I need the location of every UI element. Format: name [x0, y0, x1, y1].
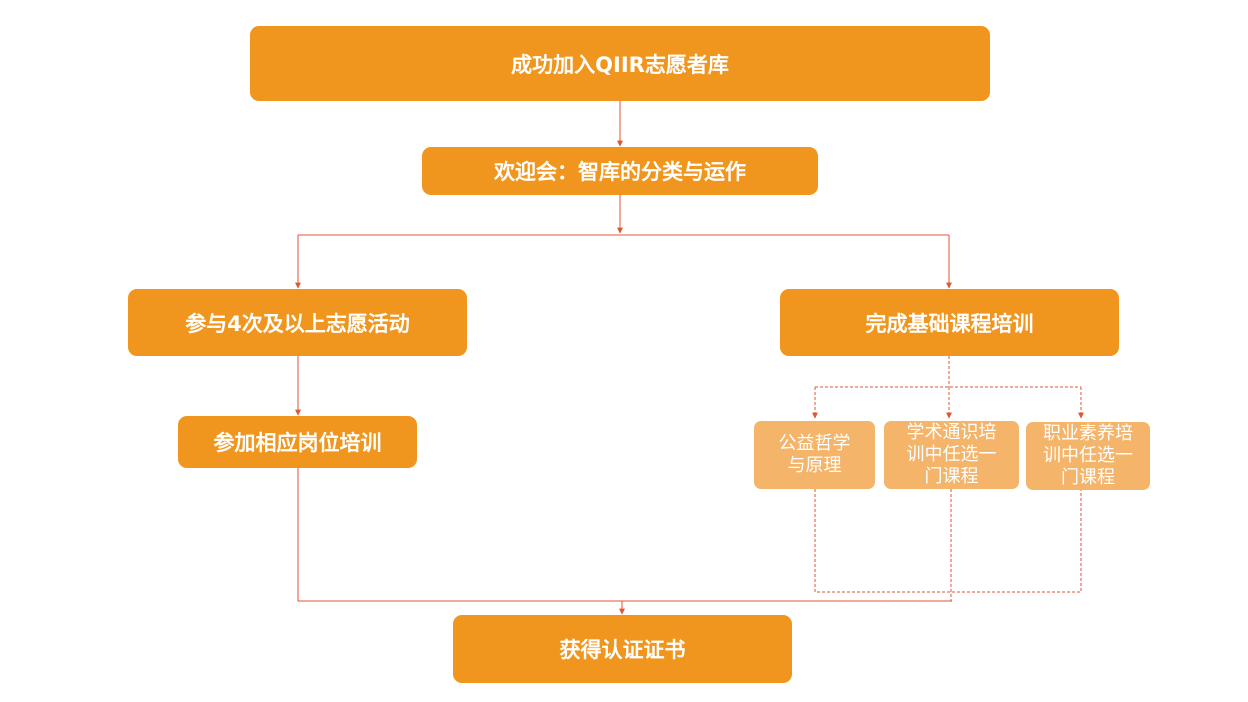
node-join-library: 成功加入QIIR志愿者库 — [250, 26, 990, 101]
node-certificate: 获得认证证书 — [453, 615, 792, 683]
left-merge-line — [297, 468, 952, 602]
node-welcome-meeting: 欢迎会：智库的分类与运作 — [422, 147, 818, 195]
node-basic-training: 完成基础课程培训 — [780, 289, 1119, 356]
node-course-professional: 职业素养培 训中任选一 门课程 — [1026, 422, 1150, 490]
node-post-training: 参加相应岗位培训 — [178, 416, 417, 468]
node-course-philosophy: 公益哲学 与原理 — [754, 421, 875, 489]
node-course-academic: 学术通识培 训中任选一 门课程 — [884, 421, 1019, 489]
node-volunteer-activities: 参与4次及以上志愿活动 — [128, 289, 467, 356]
dashed-course-merge — [814, 489, 1082, 593]
